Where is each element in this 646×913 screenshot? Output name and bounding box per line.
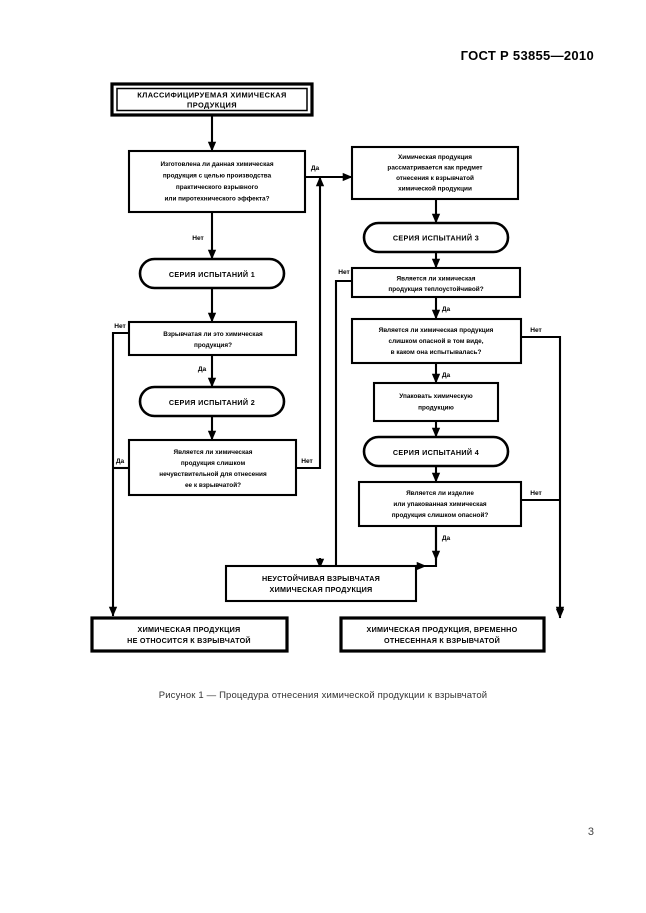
node-q-packed-dangerous: Является ли изделие или упакованная хими… — [357, 480, 523, 528]
edge-label-qexplosive-yes: Да — [198, 366, 207, 373]
node-not-explosive-line-1: ХИМИЧЕСКАЯ ПРОДУКЦИЯ — [138, 625, 241, 634]
node-start-line-1: КЛАССИФИЦИРУЕМАЯ ХИМИЧЕСКАЯ — [137, 91, 287, 100]
node-series3: СЕРИЯ ИСПЫТАНИЙ 3 — [362, 221, 510, 254]
page-number: 3 — [587, 826, 594, 838]
edge-label-qinsensitive-yes: Да — [116, 458, 125, 465]
figure-caption: Рисунок 1 — Процедура отнесения химическ… — [158, 690, 488, 701]
node-series4-label: СЕРИЯ ИСПЫТАНИЙ 4 — [393, 448, 479, 457]
node-q-insensitive: Является ли химическая продукция слишком… — [127, 438, 298, 497]
node-not-explosive-line-2: НЕ ОТНОСИТСЯ К ВЗРЫВЧАТОЙ — [127, 636, 251, 645]
node-q-explosive: Взрывчатая ли это химическая продукция? — [127, 320, 298, 357]
node-q-insensitive-line-2: продукция слишком — [181, 460, 246, 467]
node-consider-line-4: химической продукции — [398, 185, 472, 193]
node-series2: СЕРИЯ ИСПЫТАНИЙ 2 — [138, 385, 286, 418]
node-q1-line-1: Изготовлена ли данная химическая — [160, 161, 273, 168]
node-q1-line-4: или пиротехнического эффекта? — [164, 196, 269, 203]
node-start: КЛАССИФИЦИРУЕМАЯ ХИМИЧЕСКАЯ ПРОДУКЦИЯ — [110, 82, 314, 117]
edge-qdanger-no-to-temporary — [521, 335, 565, 617]
node-q-dangerous-as-tested: Является ли химическая продукция слишком… — [350, 317, 523, 365]
node-q-explosive-line-1: Взрывчатая ли это химическая — [163, 331, 263, 338]
node-series1-label: СЕРИЯ ИСПЫТАНИЙ 1 — [169, 270, 255, 279]
node-temporary-line-1: ХИМИЧЕСКАЯ ПРОДУКЦИЯ, ВРЕМЕННО — [367, 625, 518, 634]
node-series3-label: СЕРИЯ ИСПЫТАНИЙ 3 — [393, 234, 479, 243]
edge-qinsensitive-no-to-consider — [296, 176, 325, 470]
node-q1-line-3: практического взрывного — [176, 184, 258, 191]
node-start-line-2: ПРОДУКЦИЯ — [187, 101, 237, 110]
node-q1: Изготовлена ли данная химическая продукц… — [127, 149, 307, 214]
node-pack-line-1: Упаковать химическую — [399, 393, 473, 400]
node-q-heat-line-1: Является ли химическая — [397, 276, 476, 283]
node-consider-line-3: отнесения к взрывчатой — [396, 174, 474, 182]
node-unstable-line-1: НЕУСТОЙЧИВАЯ ВЗРЫВЧАТАЯ — [262, 574, 380, 583]
edge-label-qdanger-yes: Да — [442, 372, 451, 379]
edge-label-qexplosive-no: Нет — [114, 323, 126, 330]
edge-labels: Да Нет Нет Да Нет Да Нет Да Нет Да Да Не… — [114, 165, 542, 542]
node-q-dangerous-line-1: Является ли химическая продукция — [379, 327, 494, 334]
connectors — [108, 115, 565, 619]
node-temporarily-explosive: ХИМИЧЕСКАЯ ПРОДУКЦИЯ, ВРЕМЕННО ОТНЕСЕННА… — [339, 616, 546, 653]
node-consider-line-1: Химическая продукция — [398, 154, 472, 161]
node-pack-line-2: продукцию — [418, 405, 454, 412]
node-series4: СЕРИЯ ИСПЫТАНИЙ 4 — [362, 435, 510, 468]
edge-label-q1-no: Нет — [192, 235, 204, 242]
node-q-explosive-line-2: продукция? — [194, 342, 232, 349]
edge-label-qdanger-no: Нет — [530, 327, 542, 334]
edge-qexplosive-no-to-notexplosive — [108, 331, 129, 617]
node-unstable-explosive: НЕУСТОЙЧИВАЯ ВЗРЫВЧАТАЯ ХИМИЧЕСКАЯ ПРОДУ… — [224, 564, 418, 603]
edge-label-q1-yes: Да — [311, 165, 320, 172]
edge-label-qinsensitive-no: Нет — [301, 458, 313, 465]
edge-label-qpacked-yes: Да — [442, 535, 451, 542]
node-q-packed-line-2: или упакованная химическая — [393, 501, 486, 508]
standard-header: ГОСТ Р 53855—2010 — [460, 48, 594, 63]
flowchart-svg: КЛАССИФИЦИРУЕМАЯ ХИМИЧЕСКАЯ ПРОДУКЦИЯ Из… — [90, 82, 565, 653]
edge-label-qpacked-no: Нет — [530, 490, 542, 497]
node-pack: Упаковать химическую продукцию — [372, 381, 500, 423]
node-q-insensitive-line-3: нечувствительной для отнесения — [159, 470, 267, 478]
node-consider-line-2: рассматривается как предмет — [387, 165, 482, 172]
node-q-packed-line-1: Является ли изделие — [406, 490, 474, 497]
node-unstable-line-2: ХИМИЧЕСКАЯ ПРОДУКЦИЯ — [270, 585, 373, 594]
node-consider: Химическая продукция рассматривается как… — [350, 145, 520, 201]
node-temporary-line-2: ОТНЕСЕННАЯ К ВЗРЫВЧАТОЙ — [384, 636, 500, 645]
node-q-heat-line-2: продукция теплоустойчивой? — [388, 285, 483, 293]
edge-qpacked-yes-to-unstable — [426, 526, 438, 568]
node-q-insensitive-line-4: ее к взрывчатой? — [185, 481, 241, 489]
node-series2-label: СЕРИЯ ИСПЫТАНИЙ 2 — [169, 398, 255, 407]
node-q-heat: Является ли химическая продукция теплоус… — [350, 266, 522, 299]
flowchart-figure: КЛАССИФИЦИРУЕМАЯ ХИМИЧЕСКАЯ ПРОДУКЦИЯ Из… — [90, 82, 565, 653]
node-q1-line-2: продукция с целью производства — [163, 173, 272, 180]
node-not-explosive: ХИМИЧЕСКАЯ ПРОДУКЦИЯ НЕ ОТНОСИТСЯ К ВЗРЫ… — [90, 616, 289, 653]
node-series1: СЕРИЯ ИСПЫТАНИЙ 1 — [138, 257, 286, 290]
node-q-insensitive-line-1: Является ли химическая — [174, 449, 253, 456]
edge-label-qheat-no: Нет — [338, 269, 350, 276]
edge-label-qheat-yes: Да — [442, 306, 451, 313]
node-q-dangerous-line-2: слишком опасной в том виде, — [389, 337, 484, 345]
node-q-packed-line-3: продукция слишком опасной? — [392, 511, 489, 519]
node-q-dangerous-line-3: в каком она испытывалась? — [391, 349, 482, 356]
